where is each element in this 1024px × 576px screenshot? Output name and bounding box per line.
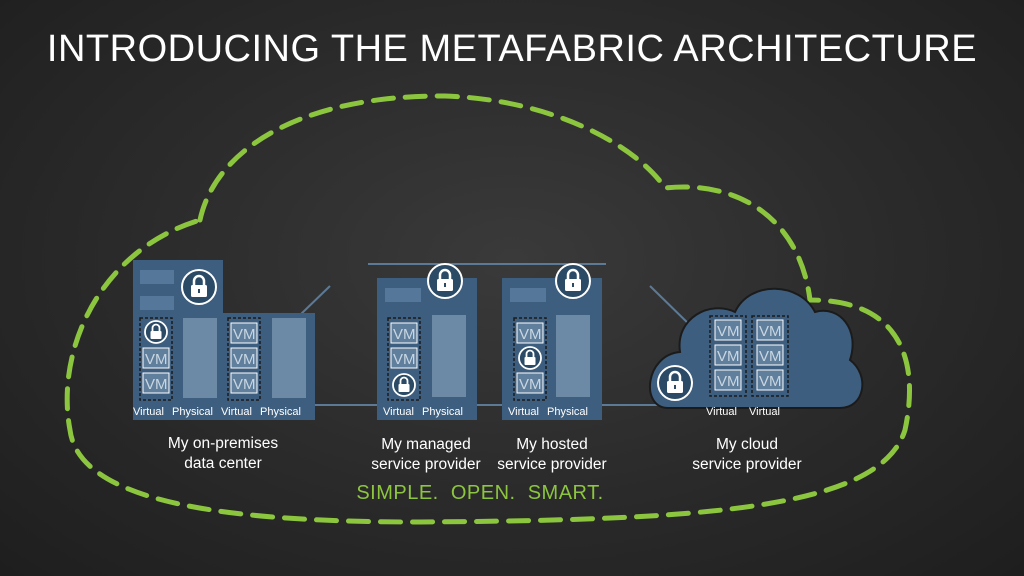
vm-label: VM xyxy=(717,348,740,365)
vm-label: VM xyxy=(145,376,168,393)
lock-icon xyxy=(518,346,542,370)
lock-icon xyxy=(656,364,694,402)
vm-label: VM xyxy=(759,373,782,390)
slide-title: INTRODUCING THE METAFABRIC ARCHITECTURE xyxy=(46,28,978,70)
virtual-tag: Virtual xyxy=(221,406,252,418)
virtual-tag: Virtual xyxy=(508,406,539,418)
vm-label: VM xyxy=(759,348,782,365)
vm-label: VM xyxy=(145,351,168,368)
vm-label: VM xyxy=(393,326,416,343)
cloud-icon: VM VM VM VM VM VM xyxy=(648,287,864,409)
lock-icon xyxy=(554,262,592,300)
virtual-tag: Virtual xyxy=(383,406,414,418)
virtual-tag: Virtual xyxy=(133,406,164,418)
physical-tag: Physical xyxy=(422,406,463,418)
virtual-tag: Virtual xyxy=(706,406,737,418)
vm-label: VM xyxy=(233,326,256,343)
vm-label: VM xyxy=(717,323,740,340)
vm-label: VM xyxy=(717,373,740,390)
vm-label: VM xyxy=(519,376,542,393)
slogan: SIMPLE. OPEN. SMART. xyxy=(356,482,604,504)
lock-icon xyxy=(426,262,464,300)
vm-label: VM xyxy=(233,351,256,368)
vm-label: VM xyxy=(519,326,542,343)
lock-icon xyxy=(180,268,218,306)
managed-provider-rack: VM VM xyxy=(377,278,477,420)
physical-tag: Physical xyxy=(260,406,301,418)
vm-label: VM xyxy=(393,351,416,368)
physical-tag: Physical xyxy=(172,406,213,418)
virtual-tag: Virtual xyxy=(749,406,780,418)
network-links xyxy=(299,263,696,406)
lock-icon xyxy=(144,320,168,344)
vm-label: VM xyxy=(233,376,256,393)
hosted-provider-rack: VM VM xyxy=(502,278,602,420)
physical-tag: Physical xyxy=(547,406,588,418)
lock-icon xyxy=(392,373,416,397)
vm-label: VM xyxy=(759,323,782,340)
fabric-boundary xyxy=(64,93,913,525)
